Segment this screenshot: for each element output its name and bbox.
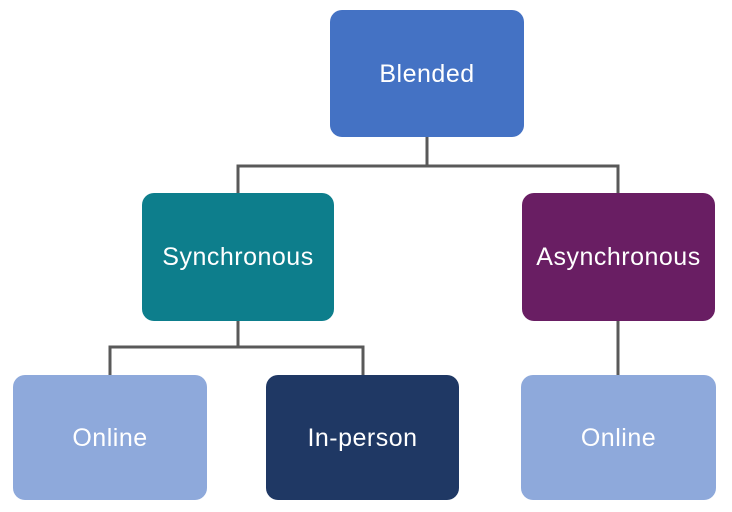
connector-root-to-level2 (236, 137, 620, 193)
node-asynchronous-label: Asynchronous (536, 243, 701, 271)
node-online-asynchronous: Online (521, 375, 716, 500)
node-online-asynchronous-label: Online (580, 423, 657, 452)
node-in-person-label: In-person (307, 423, 418, 452)
node-asynchronous: Asynchronous (522, 193, 715, 321)
node-blended: Blended (330, 10, 524, 137)
node-blended-label: Blended (379, 59, 475, 88)
node-synchronous-label: Synchronous (162, 243, 314, 271)
node-synchronous: Synchronous (142, 193, 334, 321)
connector-synchronous-to-children (108, 321, 365, 375)
node-online-synchronous: Online (13, 375, 207, 500)
node-in-person: In-person (266, 375, 459, 500)
node-online-synchronous-label: Online (72, 423, 148, 452)
